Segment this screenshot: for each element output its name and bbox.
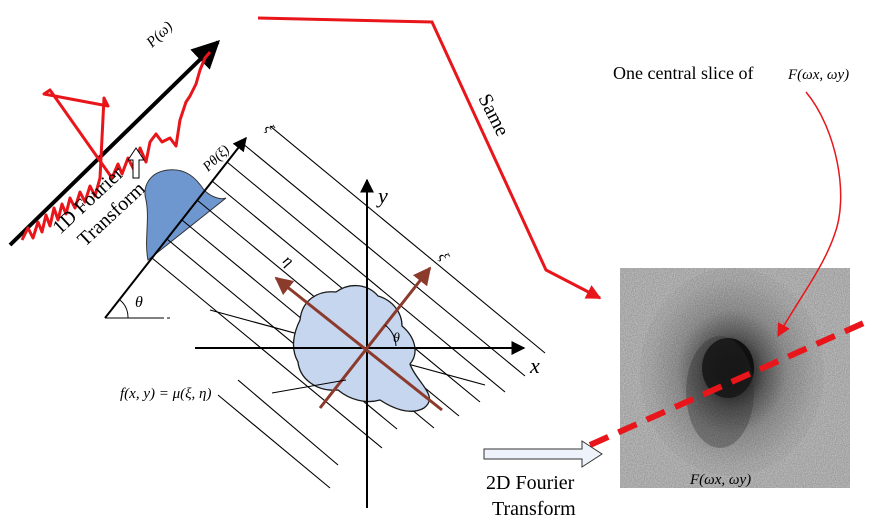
slice-caption-text: One central slice of	[613, 63, 753, 83]
xi-projection-axis-label: ξ	[261, 122, 277, 135]
f-equation: f(x, y) = μ(ξ, η)	[120, 386, 211, 402]
xi-projection-axis	[104, 136, 247, 319]
xi-rotated-label: ξ	[435, 250, 452, 264]
x-axis-label: x	[529, 353, 540, 378]
projection-to-spectrum-arrow	[127, 147, 145, 179]
equation-pointer	[271, 379, 347, 394]
two-d-ft-line2: Transform	[492, 498, 576, 520]
object-group: y x η ξ θ f(x, y) = μ(ξ, η)	[120, 178, 540, 508]
two-d-ft-arrow	[483, 440, 603, 468]
center-angle-arc	[384, 324, 397, 347]
p-omega-spectrum-curve	[20, 51, 212, 241]
theta-left-label: θ	[135, 294, 143, 311]
eta-label: η	[279, 252, 296, 270]
xi-rotated-axis	[318, 266, 432, 409]
y-axis-label: y	[376, 183, 388, 208]
slice-pointer-arrow	[777, 91, 842, 338]
two-d-fourier-transform: 2D Fourier Transform	[483, 440, 603, 520]
spectrum-label: F(ωx, ωy)	[689, 472, 751, 488]
two-d-ft-line1: 2D Fourier	[486, 472, 575, 494]
eta-axis	[274, 276, 443, 412]
central-slice-line	[588, 319, 868, 448]
slice-caption: One central slice of F(ωx, ωy)	[613, 63, 849, 338]
p-theta-xi-label: Pθ(ξ)	[200, 142, 234, 175]
projection-angle-marker: θ	[105, 294, 170, 319]
theta-center-label: θ	[393, 331, 400, 346]
p-omega-label: P(ω)	[143, 19, 176, 52]
same-label: Same	[474, 90, 514, 140]
omega-axis-label: ω	[192, 43, 210, 61]
omega-axis	[8, 40, 221, 247]
slice-caption-math: F(ωx, ωy)	[787, 67, 849, 83]
projection-group: Pθ(ξ) ξ	[104, 122, 277, 319]
